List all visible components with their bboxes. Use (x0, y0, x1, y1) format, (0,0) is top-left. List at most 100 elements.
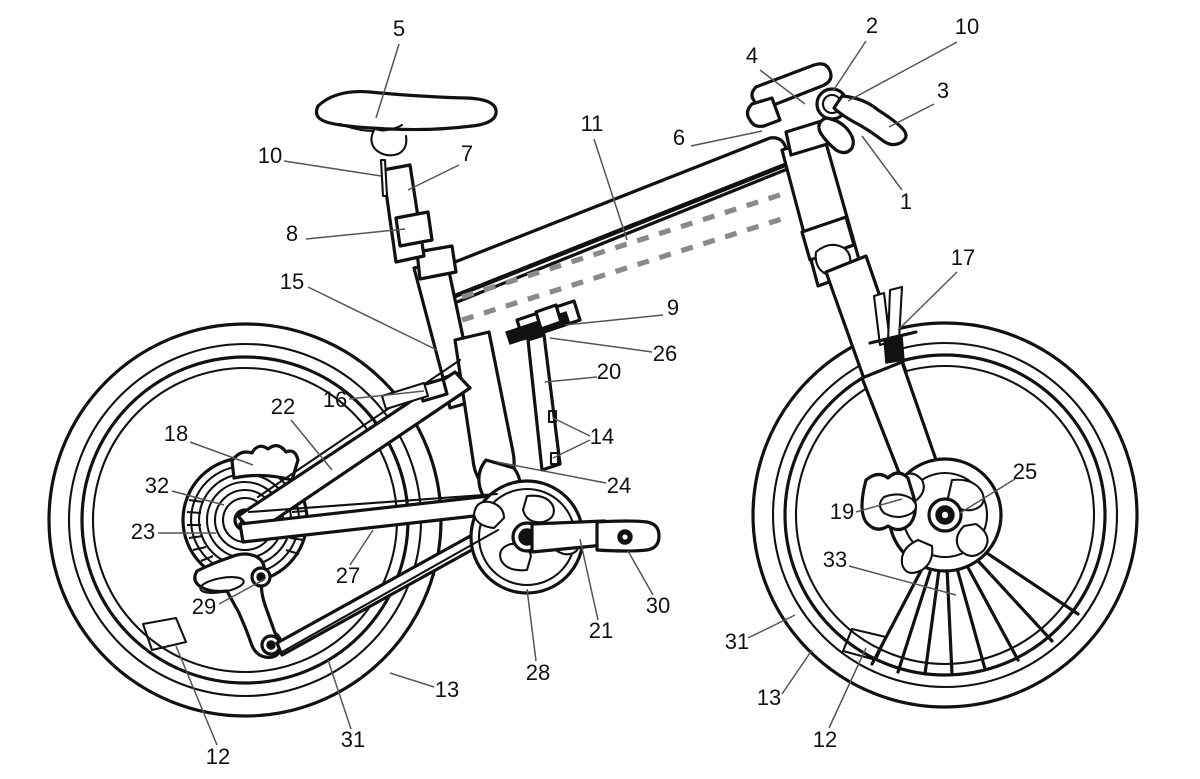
reference-callout-chain-stay: 27 (336, 529, 374, 588)
leader-line-rear-derailleur (218, 578, 266, 605)
reference-callout-handlebar: 4 (746, 43, 806, 105)
hinge-strut (526, 333, 562, 472)
crankset (247, 479, 661, 654)
reference-callout-reflector-rear: 12 (175, 645, 230, 769)
reference-callout-reflector-front: 12 (813, 647, 867, 752)
reference-callout-seat-post: 7 (407, 141, 473, 191)
reference-numeral-handlebar: 4 (746, 43, 758, 68)
leader-line-hinge-pin (549, 337, 653, 353)
reference-numeral-front-speed-sensor: 17 (951, 245, 975, 270)
leader-line-down-tube-rear (544, 376, 598, 383)
spider-arm-left (472, 500, 506, 530)
derailleur-pivot-lower-dot (266, 640, 276, 650)
derailleur-guard (230, 444, 300, 482)
pedal-axle-center (622, 534, 628, 540)
front-rim-inner (794, 364, 1096, 666)
reference-numeral-front-hub: 25 (1013, 459, 1037, 484)
reference-numeral-seat-post-clamp: 8 (286, 221, 298, 246)
reference-callout-down-tube-front: 24 (496, 461, 631, 498)
leader-line-handlebar (759, 69, 806, 105)
reference-numeral-seat-tube: 15 (280, 269, 304, 294)
reference-numeral-down-tube-front: 24 (607, 473, 631, 498)
reference-numeral-brake-lever: 3 (937, 78, 949, 103)
leader-line-2-hinge-bolts (552, 439, 591, 459)
reference-numeral-saddle: 5 (393, 16, 405, 41)
leader-line-stem-clamp (690, 130, 763, 147)
rotor-arm-2 (955, 522, 989, 558)
hinge-bolt-upper (547, 409, 558, 424)
leader-line-hinge-bolts (552, 417, 591, 437)
reference-callout-crank-arm: 21 (579, 538, 613, 643)
top-tube-top-edge (452, 160, 793, 299)
reference-callout-brake-lever: 3 (888, 78, 949, 128)
leader-line-front-hub (959, 478, 1016, 514)
reference-callout-seat-post-clamp: 8 (286, 221, 406, 246)
reference-callout-seat-stay: 22 (271, 394, 333, 471)
rear-reflector-icon (141, 616, 188, 652)
bicycle-frame (236, 62, 952, 657)
leader-line-top-tube-battery (593, 138, 628, 241)
reference-callout-rear-derailleur-guard: 18 (164, 421, 254, 466)
reference-callout-front-hub: 25 (959, 459, 1037, 514)
reference-numeral-rear-tire: 13 (435, 677, 459, 702)
leader-line-seat-post-clamp (305, 228, 406, 240)
reference-callout-front-tire: 13 (757, 649, 813, 710)
saddle-rail-clamp (370, 128, 408, 157)
front-tire-inner (771, 341, 1119, 689)
reference-callout-rear-tire: 13 (389, 672, 459, 702)
leader-line-frame-hinge-latch (564, 314, 664, 326)
chain-upper (247, 492, 499, 514)
reference-numeral-hinge-bolts: 14 (590, 424, 614, 449)
reference-numeral-reflector-rear: 12 (206, 744, 230, 769)
sensor-mount-band (868, 330, 918, 345)
reference-callout-front-rim: 31 (327, 659, 365, 752)
reference-numeral-pedal: 30 (646, 593, 670, 618)
reference-callout-grip: 1 (861, 135, 912, 214)
reference-numeral-front-tire: 13 (757, 685, 781, 710)
leader-line-seat-stay (290, 419, 333, 471)
seat-qr-lever (379, 158, 389, 198)
leader-line-brake-lever (888, 103, 935, 128)
battery-indicator-line-2 (461, 214, 789, 323)
leader-line-rear-derailleur-guard (189, 441, 254, 466)
reference-callout-cable-guide: 16 (323, 387, 425, 412)
reference-numeral-rear-hub: 23 (131, 519, 155, 544)
reference-numeral-chain-stay: 27 (336, 563, 360, 588)
hinge-latch-body (534, 303, 563, 331)
leader-line-front-brake-caliper (855, 498, 903, 513)
reference-numeral-top-tube-battery: 11 (581, 111, 604, 136)
reference-numeral-rear-rim: 31 (725, 629, 749, 654)
front-rim-outer (783, 353, 1107, 677)
leader-line-quick-release-lever-seat (283, 160, 382, 177)
reference-callout-quick-release-lever-seat: 10 (258, 143, 382, 177)
reference-callout-hinge-pin: 26 (549, 337, 677, 366)
leader-line-cable-guide (348, 390, 425, 400)
leader-line-quick-release-lever-front (847, 41, 958, 102)
leader-line-grip (861, 135, 903, 191)
reference-numeral-grip: 1 (900, 189, 912, 214)
reference-numeral-frame-hinge-latch: 9 (667, 295, 679, 320)
reference-numeral-cassette: 32 (145, 473, 169, 498)
leader-line-cassette (171, 490, 225, 506)
reference-numeral-quick-release-lever-front: 10 (955, 14, 979, 39)
reference-callout-top-tube-battery: 11 (581, 111, 628, 241)
reference-callout-seat-tube: 15 (280, 269, 438, 351)
reference-numeral-hinge-pin: 26 (653, 341, 677, 366)
seat-tube-collar (415, 244, 458, 281)
reference-callout-down-tube-rear: 20 (544, 359, 621, 384)
cable-run (380, 381, 430, 411)
leader-line-down-tube-front (496, 461, 607, 484)
reference-numeral-stem-clamp: 6 (673, 125, 685, 150)
reference-callout-front-speed-sensor: 17 (897, 245, 975, 331)
reference-numeral-crank-arm: 21 (589, 618, 613, 643)
leader-line-chainring (526, 588, 537, 662)
reference-callout-quick-release-lever-front: 10 (847, 14, 979, 102)
front-axle-center (941, 511, 949, 519)
reference-callout-chainring: 28 (526, 588, 550, 685)
leader-line-front-speed-sensor (897, 271, 958, 331)
reference-callout-saddle: 5 (375, 16, 405, 119)
reference-callout-hinge-bolts: 14 (552, 417, 614, 459)
